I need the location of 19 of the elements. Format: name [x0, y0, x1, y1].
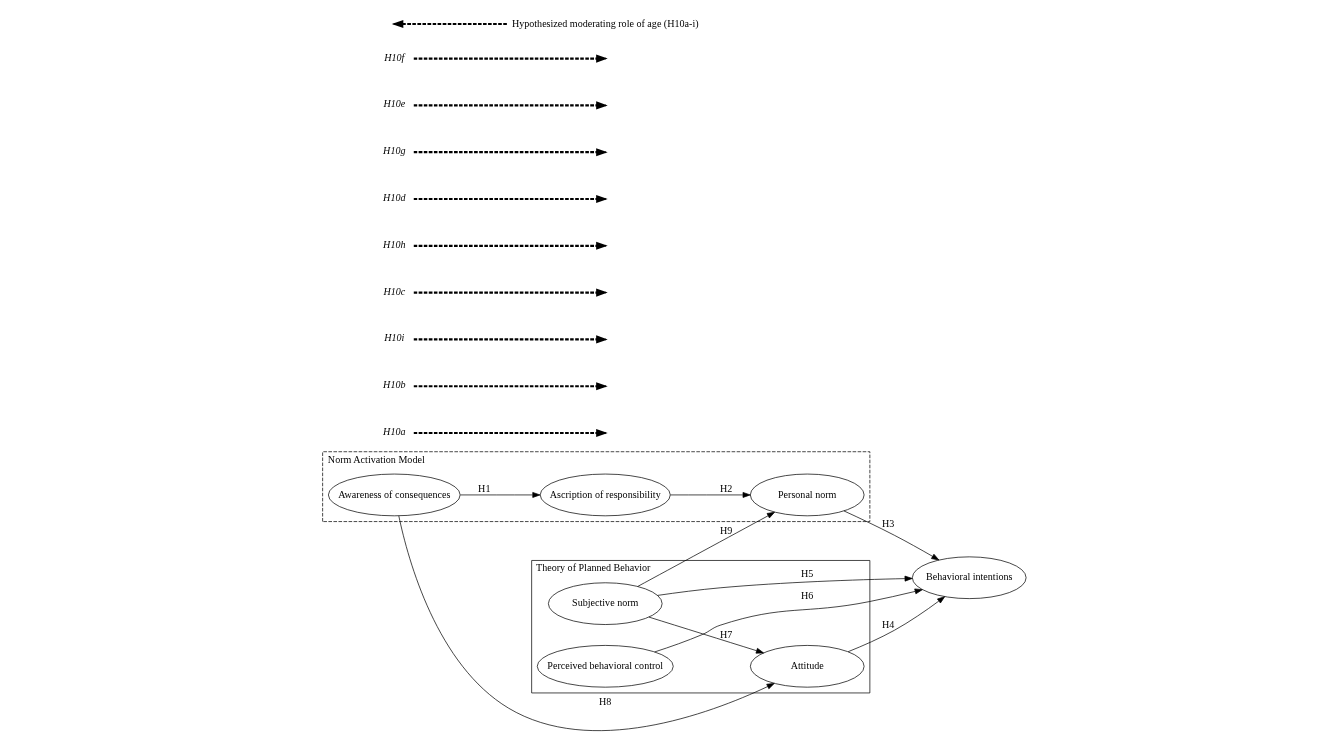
edge-label: H4: [881, 618, 894, 630]
node-text: H10e: [382, 98, 405, 110]
edge-label: H2: [719, 483, 732, 495]
edge-label: H1: [477, 483, 490, 495]
node-text: H10h: [382, 238, 406, 250]
edge-label: H3: [881, 517, 894, 529]
edge-label: H9: [719, 524, 732, 536]
node-text: H10g: [382, 145, 406, 157]
node-text: H10b: [382, 379, 406, 391]
legend-label: Hypothesized moderating role of age (H10a-i): [511, 17, 699, 29]
node-text: H10a: [382, 425, 406, 437]
edge-label: H5: [800, 568, 813, 580]
node-text: H10i: [383, 332, 404, 344]
node-text: H10d: [382, 191, 406, 203]
edge-label: H8: [598, 696, 611, 708]
node-text: H10f: [383, 51, 404, 63]
node-text: H10c: [382, 285, 405, 297]
edge-label: H7: [719, 629, 732, 641]
edge-label: H6: [800, 589, 813, 601]
